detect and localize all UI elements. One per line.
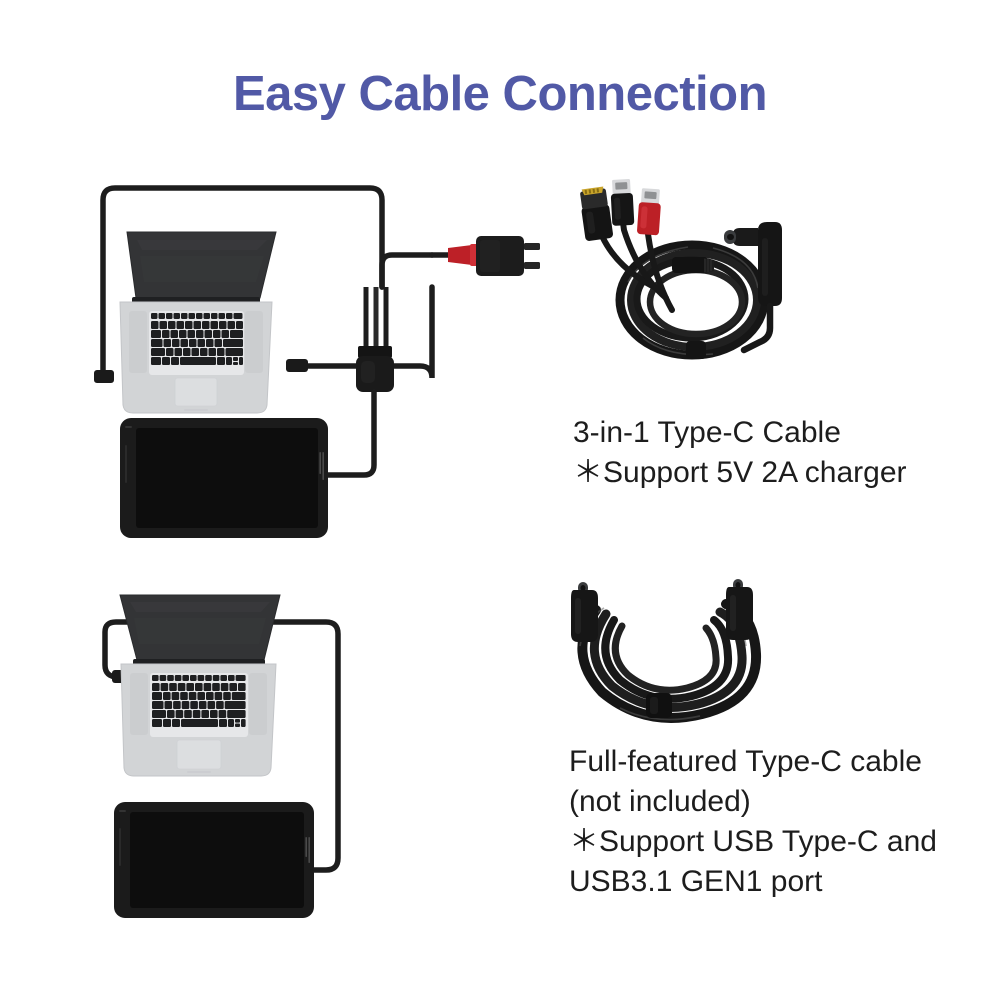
diagram-3in1 [94,185,540,538]
laptop-top [119,231,277,414]
usb-c-connector-left [571,582,598,642]
laptop-trackpad [174,377,218,407]
adapter-prong-top [524,243,540,250]
caption-3in1-line-2: ＊Support 5V 2A charger [573,456,907,489]
caption-typec-line-3: ＊Support USB Type-C and [569,825,937,858]
cable-tie-bottom [686,341,706,359]
usb-c-cable-tail [740,302,774,354]
tablet-side-strip [125,445,127,483]
tablet-screen [136,428,318,528]
usb-plug-laptop-left [94,370,114,383]
caption-typec-line-1: Full-featured Type-C cable [569,745,922,778]
cable-tie-upper [672,257,714,273]
usb-a-red-body [637,202,661,236]
cable-segment-top-loop [100,185,385,378]
usb-c-right-angle-connector [724,222,782,354]
product-3in1-cable [580,179,782,360]
caption-3in1-line-1: 3-in-1 Type-C Cable [573,416,841,449]
caption-typec-cable: Full-featured Type-C cable (not included… [569,742,937,902]
branch-cable-usb-black [617,197,669,301]
caption-3in1-cable: 3-in-1 Type-C Cable ＊Support 5V 2A charg… [573,413,907,493]
page-title: Easy Cable Connection [232,67,768,121]
diagram-typec [102,594,341,918]
tablet-brand-logo [319,452,324,480]
cable-typec-route [102,619,341,873]
laptop-keys [151,313,243,365]
usb-c-connector-right [726,579,753,640]
usb-plug-laptop-right [286,359,308,372]
adapter-prong-bottom [524,262,540,269]
tablet-logo-left [119,810,126,812]
laptop-keys [152,675,246,727]
usb-a-black-connector [610,179,635,226]
cable-segment-to-tablet [322,389,377,478]
power-adapter [429,236,540,276]
laptop-trackpad [176,739,222,770]
tablet-screen [130,812,304,908]
cable-tie [646,693,672,718]
hdmi-connector [580,186,614,241]
caption-typec-line-2: (not included) [569,785,751,818]
tablet-side-strip [119,828,121,866]
laptop-bottom [119,594,281,777]
tablet-brand-logo [305,837,310,863]
tablet-logo-left [125,426,132,428]
usb-c-tip-housing [733,228,758,246]
cable-segment-laptop-right [299,284,435,379]
usb-plug-red [448,245,472,265]
cable-coil [577,599,762,723]
pen-display-tablet [114,802,314,918]
usb-a-red-connector [637,188,661,236]
pen-display-tablet [120,418,328,538]
cable-splitter [356,346,394,392]
cable-segment-to-adapter [379,252,435,290]
product-typec-cable [571,579,762,723]
caption-typec-line-4: USB3.1 GEN1 port [569,865,823,898]
